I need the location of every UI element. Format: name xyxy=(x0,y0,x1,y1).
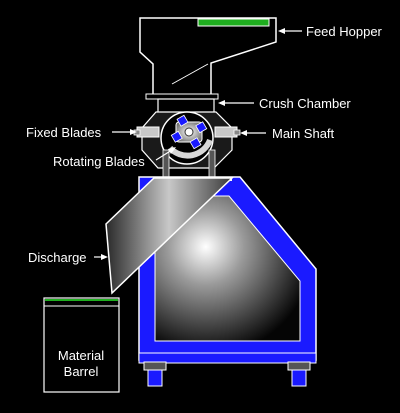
label-material-barrel-line2: Barrel xyxy=(63,364,99,379)
label-crush-chamber: Crush Chamber xyxy=(259,96,351,111)
label-rotating-blades: Rotating Blades xyxy=(53,154,145,169)
hopper-inspection-window xyxy=(197,18,270,27)
material-barrel xyxy=(43,297,120,393)
base-feet xyxy=(138,352,317,387)
label-material-barrel-line1: Material xyxy=(57,348,105,363)
feed-hopper xyxy=(139,17,277,100)
label-fixed-blades: Fixed Blades xyxy=(26,125,102,140)
label-feed-hopper: Feed Hopper xyxy=(306,24,382,39)
label-discharge: Discharge xyxy=(28,250,87,265)
label-main-shaft: Main Shaft xyxy=(272,126,335,141)
arrow-rotating-blades xyxy=(155,149,173,161)
rotating-blades xyxy=(167,114,213,159)
discharge-chute xyxy=(105,177,234,295)
label-arrows xyxy=(94,28,302,260)
label-material-barrel: Material Barrel xyxy=(44,348,118,380)
hopper-flange xyxy=(145,93,219,100)
